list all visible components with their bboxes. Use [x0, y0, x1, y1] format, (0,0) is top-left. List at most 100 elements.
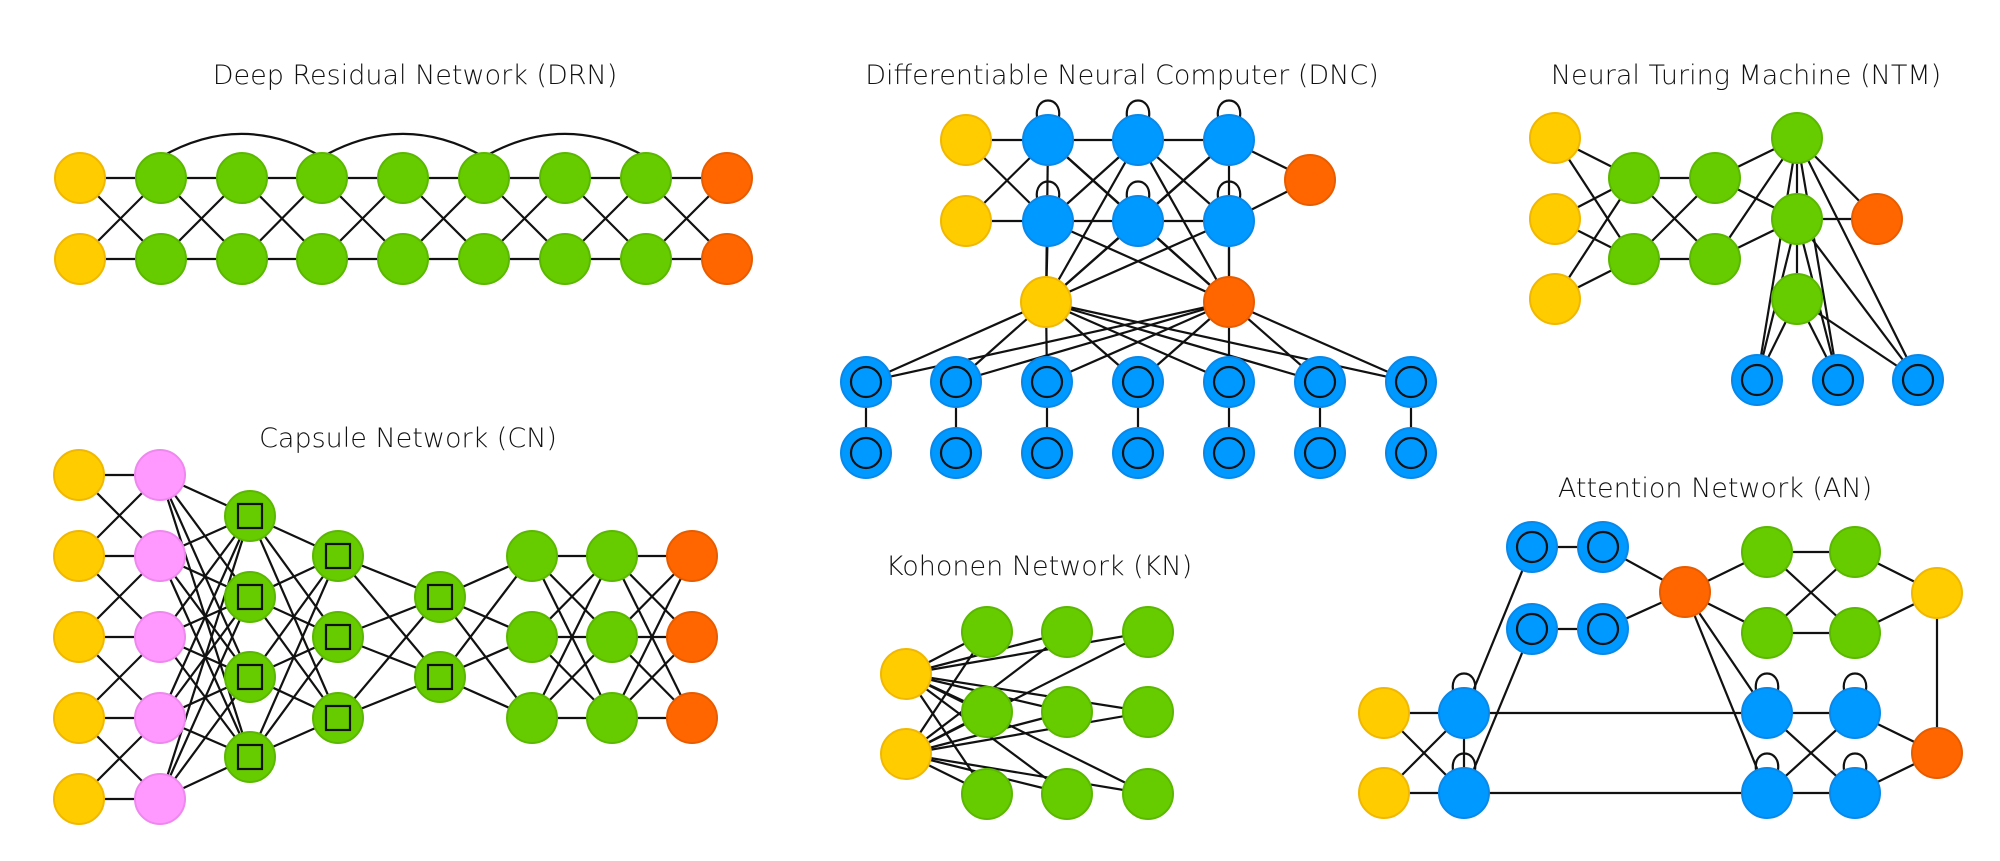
memory-cell: [1731, 354, 1783, 406]
hidden-cell: [1689, 233, 1741, 285]
memory-cell: [930, 356, 982, 408]
memory-cell: [1892, 354, 1944, 406]
hidden-cell: [216, 152, 268, 204]
hidden-cell: [539, 152, 591, 204]
memory-cell: [930, 427, 982, 479]
hidden-cell: [1829, 526, 1881, 578]
hidden-cell: [1608, 233, 1660, 285]
hidden-cell: [1608, 152, 1660, 204]
connection: [865, 300, 1230, 384]
recurrent-loop: [1035, 180, 1061, 199]
kernel-pool-cell: [312, 530, 364, 582]
output-cell: [701, 152, 753, 204]
hidden-cell: [1122, 606, 1174, 658]
memory-cell: [1294, 356, 1346, 408]
recurrent-loop: [1216, 99, 1242, 118]
connection: [1047, 219, 1230, 304]
recurrent-cell: [1112, 195, 1164, 247]
input-cell: [1529, 112, 1581, 164]
connection: [1045, 139, 1139, 303]
memory-cell: [1021, 427, 1073, 479]
hidden-cell: [1741, 526, 1793, 578]
connection: [337, 596, 441, 719]
memory-cell: [840, 356, 892, 408]
recurrent-cell: [1203, 195, 1255, 247]
recurrent-cell: [1203, 114, 1255, 166]
output-cell: [666, 692, 718, 744]
hidden-cell: [961, 606, 1013, 658]
connection: [1228, 300, 1412, 384]
write-head-cell: [1203, 276, 1255, 328]
hidden-cell: [1741, 607, 1793, 659]
capsule-cell: [134, 449, 186, 501]
input-cell: [880, 728, 932, 780]
hidden-cell: [296, 233, 348, 285]
input-cell: [53, 449, 105, 501]
connection: [611, 555, 693, 719]
input-cell: [880, 648, 932, 700]
kernel-pool-cell: [312, 611, 364, 663]
hidden-cell: [506, 692, 558, 744]
hidden-cell: [1771, 273, 1823, 325]
hidden-cell: [377, 233, 429, 285]
hidden-cell: [1041, 606, 1093, 658]
hidden-cell: [539, 233, 591, 285]
title-an: Attention Network (AN): [1558, 473, 1872, 504]
connection: [158, 596, 252, 800]
connection: [865, 300, 1047, 384]
memory-cell: [1203, 427, 1255, 479]
recurrent-cell: [1829, 687, 1881, 739]
recurrent-loop: [1451, 672, 1477, 691]
title-ntm: Neural Turing Machine (NTM): [1551, 60, 1941, 91]
capsule-cell: [134, 530, 186, 582]
recurrent-cell: [1741, 687, 1793, 739]
connection: [158, 515, 252, 719]
connection: [1683, 591, 1769, 794]
kernel-pool-cell: [224, 571, 276, 623]
hidden-cell: [1041, 768, 1093, 820]
memory-cell: [1112, 427, 1164, 479]
input-cell: [54, 152, 106, 204]
output-cell: [1911, 727, 1963, 779]
connection: [905, 710, 1149, 756]
residual-skip-connection: [483, 132, 647, 158]
hidden-cell: [586, 530, 638, 582]
hidden-cell: [961, 768, 1013, 820]
recurrent-cell: [1438, 687, 1490, 739]
connection: [905, 752, 1149, 796]
title-cn: Capsule Network (CN): [259, 423, 557, 454]
recurrent-loop: [1451, 752, 1477, 771]
hidden-cell: [135, 152, 187, 204]
input-cell: [53, 773, 105, 825]
input-cell: [54, 233, 106, 285]
recurrent-loop: [1216, 180, 1242, 199]
recurrent-cell: [1438, 767, 1490, 819]
output-cell: [1284, 154, 1336, 206]
memory-cell: [1112, 356, 1164, 408]
recurrent-cell: [1741, 767, 1793, 819]
recurrent-cell: [1022, 114, 1074, 166]
memory-cell: [1294, 427, 1346, 479]
kernel-pool-cell: [312, 692, 364, 744]
hidden-cell: [1689, 152, 1741, 204]
output-cell: [1851, 193, 1903, 245]
kernel-pool-cell: [414, 651, 466, 703]
input-cell: [53, 611, 105, 663]
memory-cell: [1577, 603, 1629, 655]
memory-cell: [1506, 603, 1558, 655]
hidden-cell: [296, 152, 348, 204]
connection: [1796, 218, 1919, 381]
input-cell: [1529, 193, 1581, 245]
connection: [955, 300, 1230, 384]
memory-cell: [1577, 521, 1629, 573]
residual-skip-connection: [321, 132, 485, 158]
read-head-cell: [1020, 276, 1072, 328]
recurrent-loop: [1125, 180, 1151, 199]
title-drn: Deep Residual Network (DRN): [213, 60, 617, 91]
recurrent-loop: [1842, 672, 1868, 691]
kernel-pool-cell: [224, 490, 276, 542]
input-cell: [1358, 767, 1410, 819]
memory-cell: [1506, 521, 1558, 573]
connection: [905, 630, 1149, 676]
